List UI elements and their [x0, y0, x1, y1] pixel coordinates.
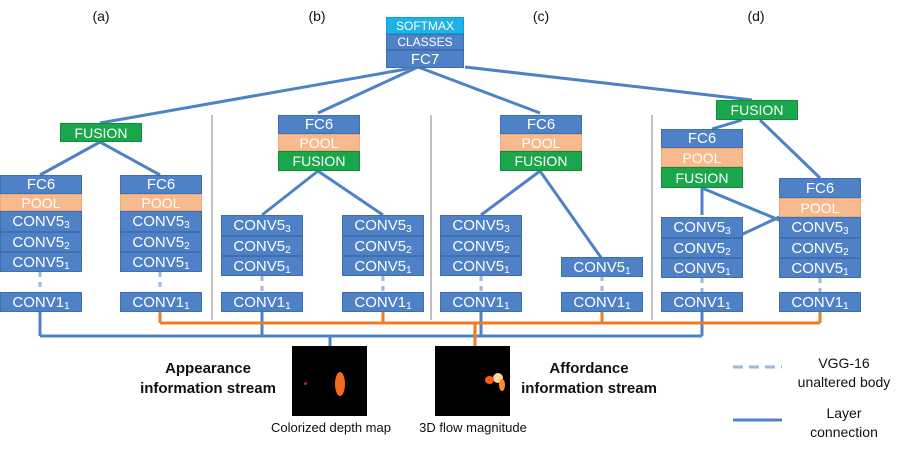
fc6-a2: FC6: [120, 175, 202, 194]
depth-map-caption: Colorized depth map: [271, 420, 391, 435]
classes-layer: CLASSES: [386, 34, 464, 50]
flow-magnitude-image: [435, 346, 510, 416]
depth-speck: [304, 382, 307, 385]
fusion-b: FUSION: [278, 151, 360, 171]
panel-label-a: (a): [92, 8, 110, 24]
fc6-c: FC6: [500, 115, 582, 134]
pool-c: POOL: [500, 134, 582, 151]
flow-magnitude-caption: 3D flow magnitude: [419, 420, 527, 435]
pool-d2: POOL: [779, 198, 861, 217]
legend-dashed-label: VGG-16 unaltered body: [797, 355, 891, 390]
panel-label-c: (c): [532, 8, 550, 24]
fusion-d-top: FUSION: [716, 100, 798, 120]
fusion-d1: FUSION: [661, 167, 743, 188]
pool-d1: POOL: [661, 148, 743, 167]
fc6-d1: FC6: [661, 129, 743, 148]
pool-a2: POOL: [120, 194, 202, 211]
panel-label-b: (b): [308, 8, 326, 24]
depth-map-image: [292, 346, 367, 416]
flow-blob-2: [485, 376, 494, 384]
vgg-dashed-bodies: [38, 272, 822, 292]
pool-a1: POOL: [0, 194, 82, 211]
softmax-layer: SOFTMAX: [386, 17, 464, 34]
affordance-stream-label: Affordance information stream: [521, 360, 657, 397]
appearance-stream-label: Appearance information stream: [140, 360, 276, 397]
fc6-d2: FC6: [779, 178, 861, 198]
fusion-a: FUSION: [60, 123, 142, 142]
fc6-b: FC6: [278, 115, 360, 134]
fc6-a1: FC6: [0, 175, 82, 194]
pool-b: POOL: [278, 134, 360, 151]
fc7-connections: [99, 65, 753, 125]
legend-solid-label: Layer connection: [810, 405, 878, 440]
fusion-c: FUSION: [500, 151, 582, 171]
flow-blob: [493, 373, 503, 383]
panel-a-connections: [39, 140, 161, 177]
panel-label-d: (d): [747, 8, 765, 24]
affordance-bus: [158, 312, 822, 346]
depth-blob: [335, 372, 345, 396]
fc7-layer: FC7: [386, 50, 464, 68]
panel-c-connections: [480, 169, 604, 260]
panel-b-connections: [261, 169, 384, 217]
flow-blob-3: [499, 379, 505, 391]
